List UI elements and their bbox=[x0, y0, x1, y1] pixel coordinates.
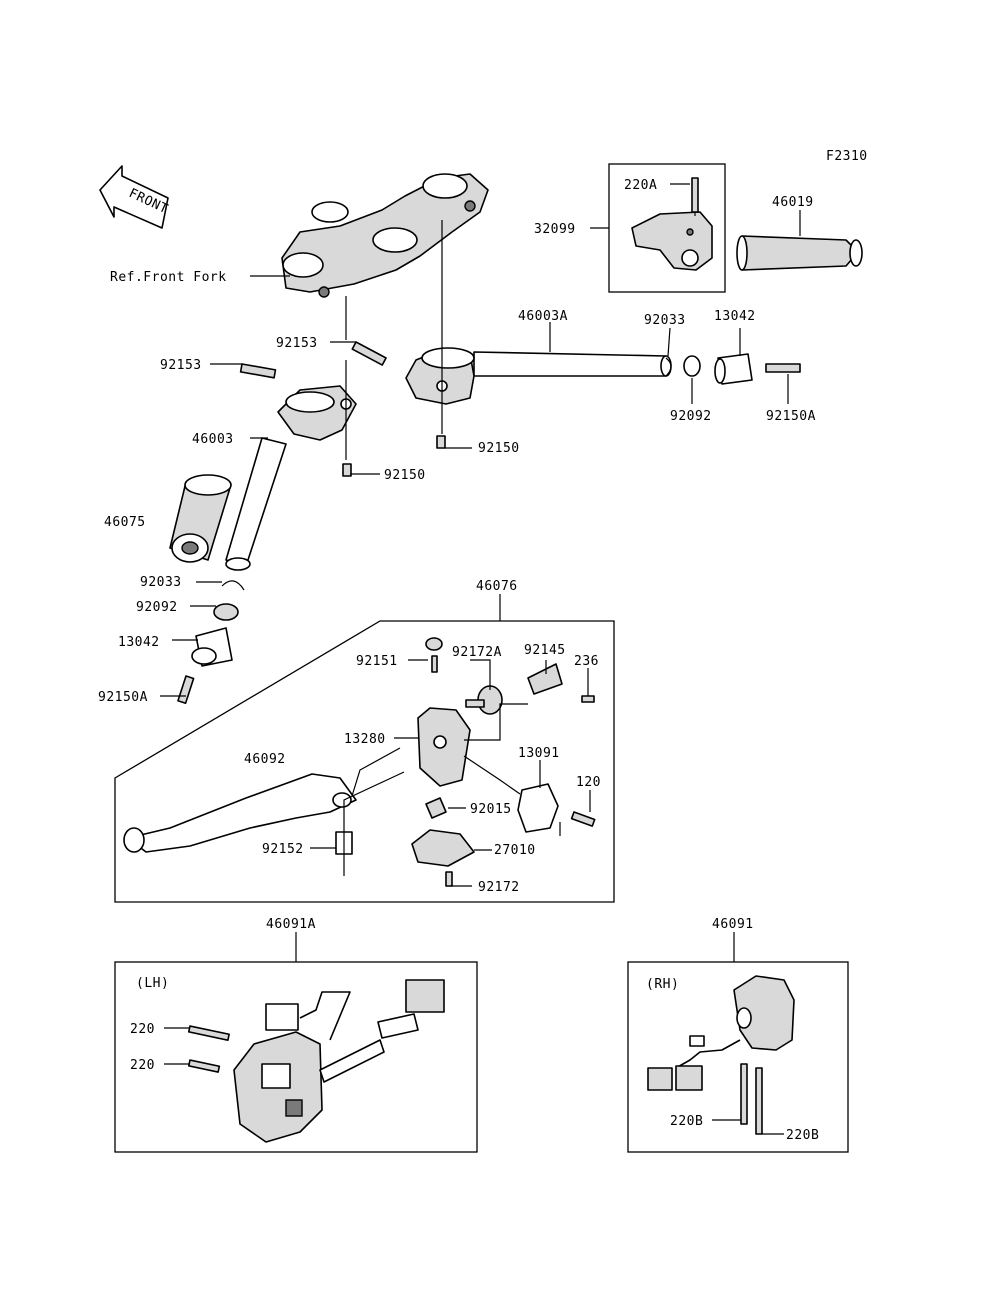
label-27010: 27010 bbox=[494, 843, 536, 858]
label-92150a-right: 92150A bbox=[766, 409, 816, 424]
bolt-92153-left bbox=[239, 363, 277, 379]
label-92151: 92151 bbox=[356, 654, 398, 669]
part-labels: 220A 32099 46019 Ref.Front Fork 46003A 9… bbox=[98, 178, 819, 1143]
label-92145: 92145 bbox=[524, 643, 566, 658]
label-220-upper: 220 bbox=[130, 1022, 155, 1037]
throttle-housing-32099 bbox=[631, 211, 713, 271]
bolt-92153-right bbox=[351, 341, 387, 366]
rubber-92092-right bbox=[683, 355, 701, 377]
label-220-lower: 220 bbox=[130, 1058, 155, 1073]
clip-92145 bbox=[527, 663, 563, 695]
screw-92172 bbox=[445, 871, 453, 887]
bolt-92150-left bbox=[342, 463, 352, 477]
bolt-92150a-left bbox=[177, 675, 195, 704]
label-92150a-left: 92150A bbox=[98, 690, 148, 705]
label-13042-right: 13042 bbox=[714, 309, 756, 324]
clutch-assembly-frame bbox=[114, 620, 615, 903]
label-ref-front-fork: Ref.Front Fork bbox=[110, 270, 227, 285]
screw-220a bbox=[691, 177, 699, 213]
label-46091a: 46091A bbox=[266, 917, 316, 932]
label-92092-left: 92092 bbox=[136, 600, 178, 615]
label-92150-left: 92150 bbox=[384, 468, 426, 483]
clutch-lever-holder-13280 bbox=[417, 707, 471, 787]
label-46003: 46003 bbox=[192, 432, 234, 447]
right-switch-housing-46091 bbox=[647, 975, 795, 1091]
upper-triple-clamp bbox=[281, 173, 489, 298]
figure-code: F2310 bbox=[826, 149, 868, 164]
screw-220-upper bbox=[187, 1025, 230, 1041]
rh-switch-frame bbox=[627, 961, 849, 1153]
label-220b-right: 220B bbox=[786, 1128, 819, 1143]
rubber-92092-left bbox=[213, 603, 239, 621]
front-arrow-icon: FRONT bbox=[99, 165, 170, 229]
nut-92015 bbox=[425, 797, 447, 819]
label-92172a: 92172A bbox=[452, 645, 502, 660]
left-switch-housing-46091a bbox=[233, 979, 445, 1143]
label-92152: 92152 bbox=[262, 842, 304, 857]
adjuster-92172a bbox=[465, 685, 503, 715]
label-46092: 46092 bbox=[244, 752, 286, 767]
label-236: 236 bbox=[574, 654, 599, 669]
label-92153-upper: 92153 bbox=[276, 336, 318, 351]
cap-92151 bbox=[425, 637, 443, 651]
left-grip-46075 bbox=[169, 474, 232, 563]
bolt-92150a-right bbox=[765, 363, 801, 373]
label-46075: 46075 bbox=[104, 515, 146, 530]
label-lh: (LH) bbox=[136, 976, 169, 991]
label-92172: 92172 bbox=[478, 880, 520, 895]
label-120: 120 bbox=[576, 775, 601, 790]
screw-220b-left bbox=[740, 1063, 748, 1125]
circlip-92033-right bbox=[665, 357, 672, 377]
bolt-120 bbox=[570, 811, 596, 827]
leader-lines bbox=[160, 183, 801, 1135]
label-46076: 46076 bbox=[476, 579, 518, 594]
label-32099: 32099 bbox=[534, 222, 576, 237]
screw-236 bbox=[581, 695, 595, 703]
right-clip-on-46003a bbox=[405, 347, 672, 405]
label-92153-lower: 92153 bbox=[160, 358, 202, 373]
label-92015: 92015 bbox=[470, 802, 512, 817]
bar-end-weight-13042-left bbox=[191, 627, 233, 667]
screw-220b-right bbox=[755, 1067, 763, 1135]
label-13280: 13280 bbox=[344, 732, 386, 747]
bar-end-weight-13042-right bbox=[714, 353, 753, 385]
left-clip-on-46003 bbox=[225, 385, 357, 571]
clamp-13091 bbox=[517, 783, 559, 833]
switch-27010 bbox=[411, 829, 475, 867]
label-220b-left: 220B bbox=[670, 1114, 703, 1129]
label-92092-right: 92092 bbox=[670, 409, 712, 424]
clutch-lever-46092 bbox=[123, 773, 357, 853]
screw-220-lower bbox=[187, 1059, 221, 1073]
circlip-92033-left bbox=[221, 580, 245, 591]
label-220a: 220A bbox=[624, 178, 657, 193]
label-92033-right: 92033 bbox=[644, 313, 686, 328]
label-46091: 46091 bbox=[712, 917, 754, 932]
label-92150-right: 92150 bbox=[478, 441, 520, 456]
label-46019: 46019 bbox=[772, 195, 814, 210]
right-grip-46019 bbox=[736, 235, 863, 271]
label-13042-left: 13042 bbox=[118, 635, 160, 650]
label-rh: (RH) bbox=[646, 977, 679, 992]
bolt-92150-right bbox=[436, 435, 446, 449]
label-92033-left: 92033 bbox=[140, 575, 182, 590]
screw-92151 bbox=[431, 655, 438, 673]
label-13091: 13091 bbox=[518, 746, 560, 761]
label-46003a: 46003A bbox=[518, 309, 568, 324]
